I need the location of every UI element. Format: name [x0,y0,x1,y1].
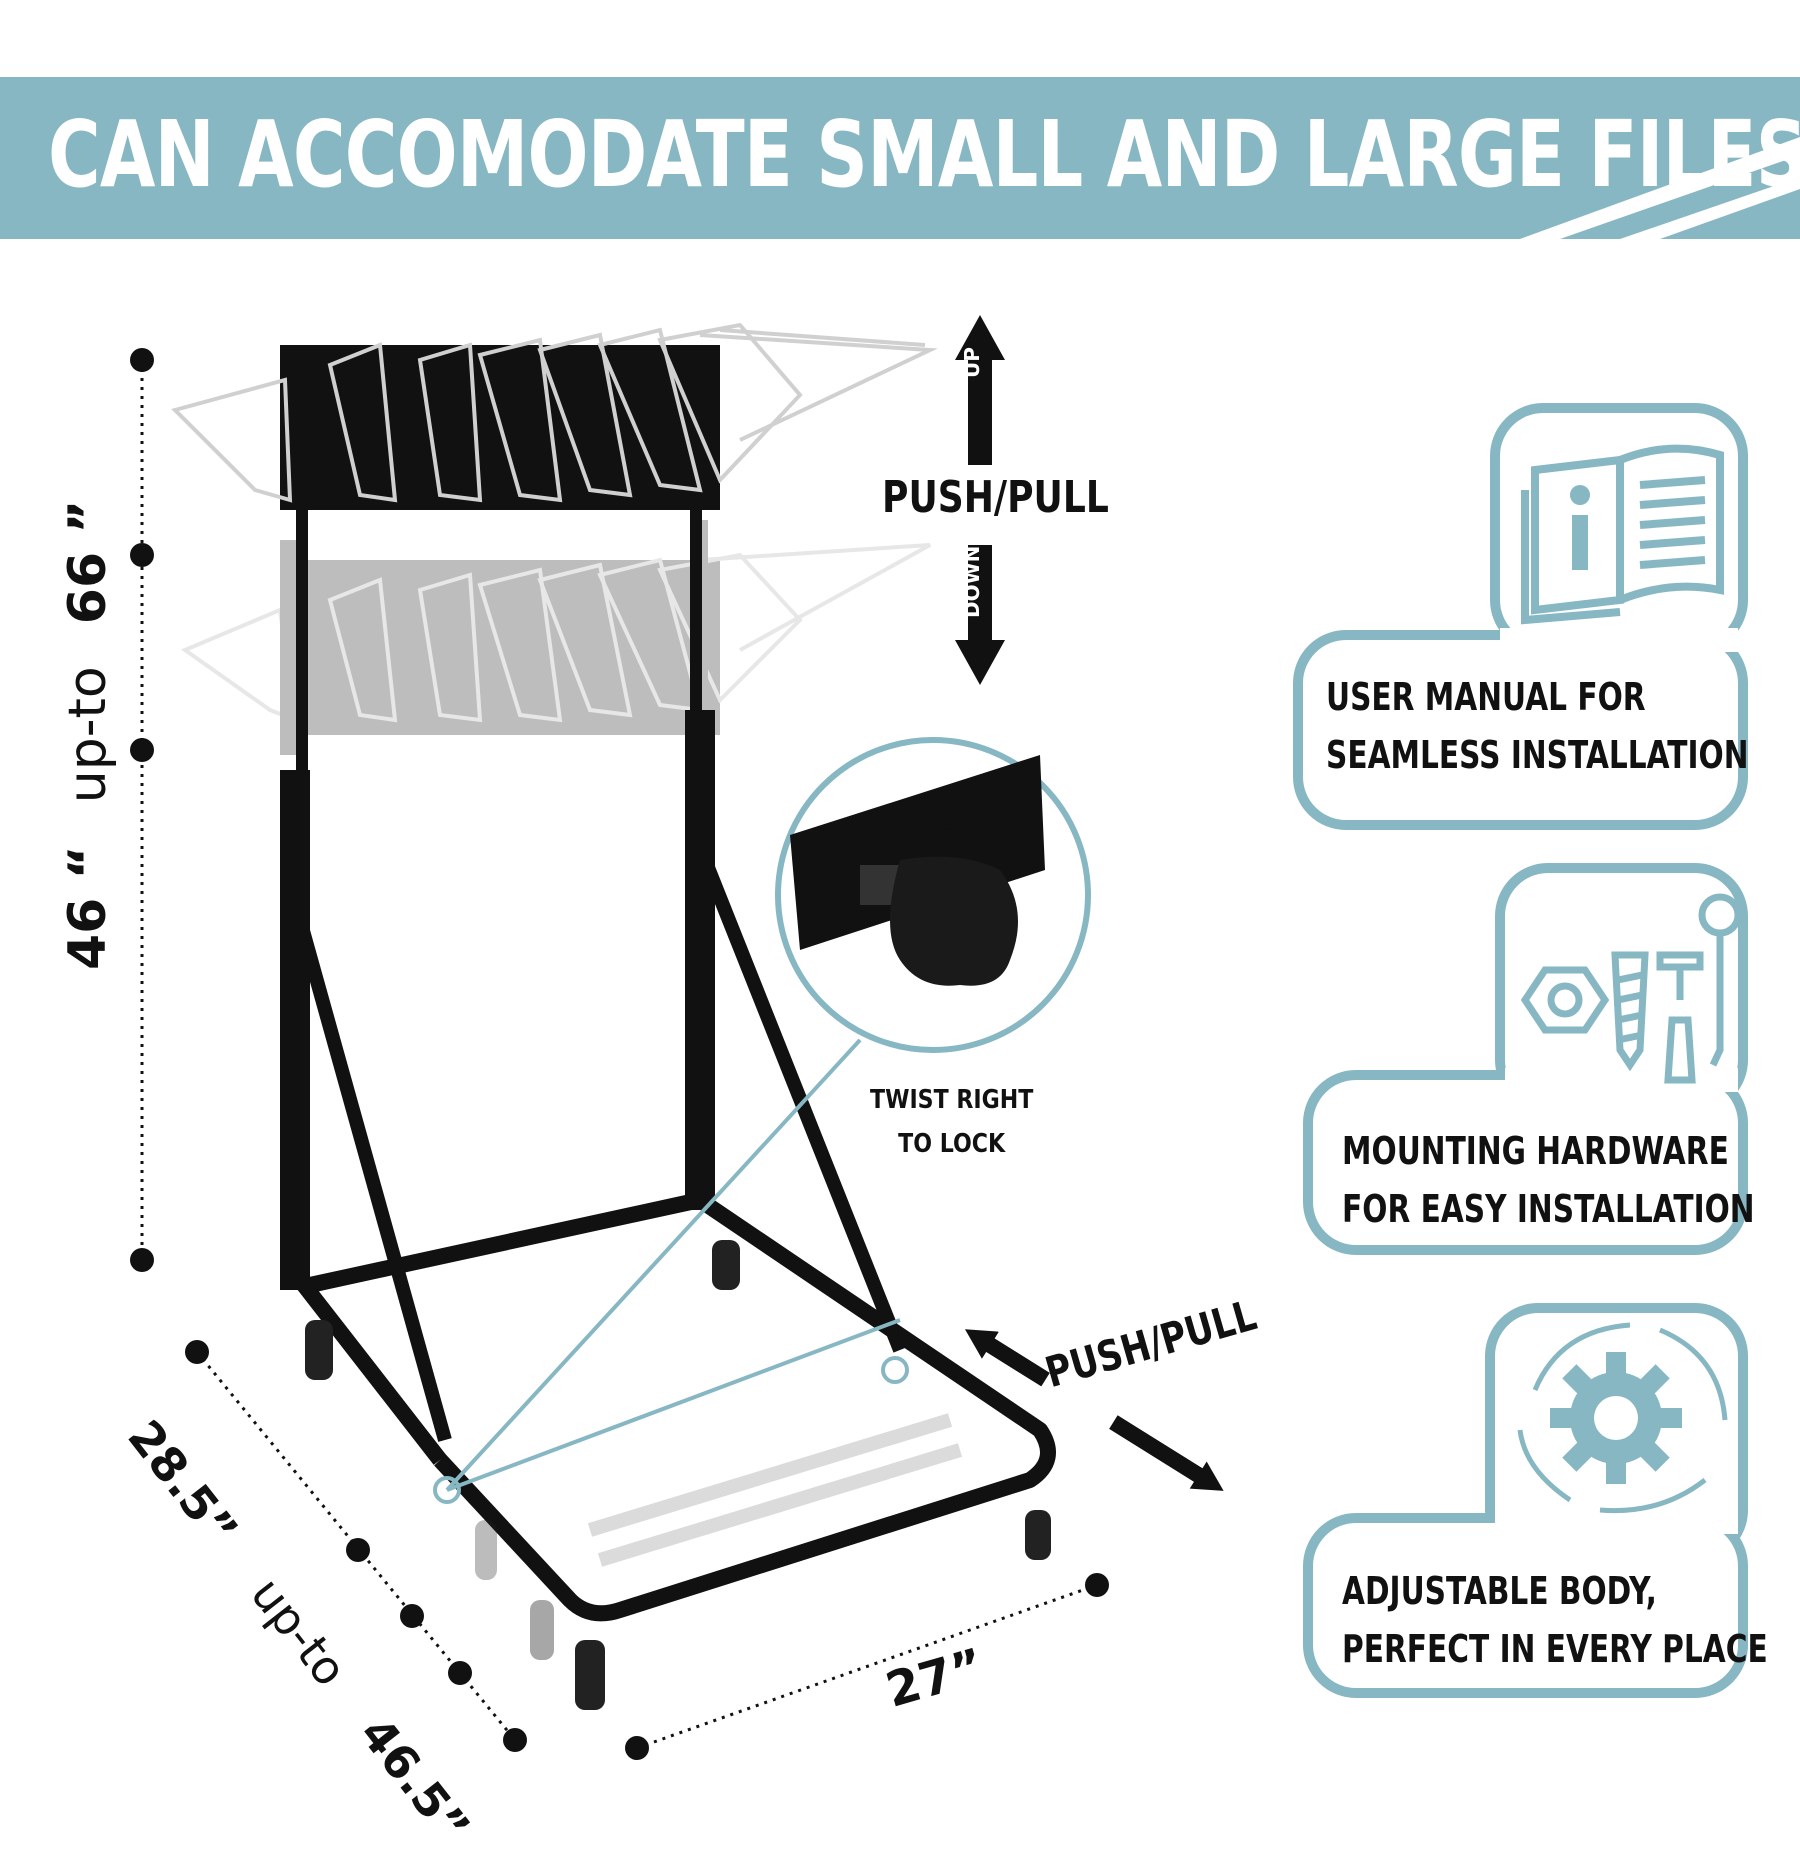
feature-1-line1: USER MANUAL FOR [1326,675,1646,719]
down-label: DOWN [960,545,984,618]
product-illustration [130,315,1224,1760]
width-dimension [625,1573,1109,1760]
height-max: 66 ” [58,499,118,625]
hardware-icon [1303,863,1748,1255]
height-dimension-label: 46 “ up-to 66 ” [58,500,118,970]
twist-label-line1: TWIST RIGHT [870,1085,1034,1115]
depth-dimension [185,1340,527,1752]
twist-label-line2: TO LOCK [898,1129,1006,1159]
banner-stripes [1520,137,1800,239]
knob-detail-callout [433,737,1091,1504]
feature-2-line1: MOUNTING HARDWARE [1342,1129,1729,1173]
right-post [685,710,715,1210]
left-post [280,770,310,1290]
feature-1-line2: SEAMLESS INSTALLATION [1326,733,1749,777]
feature-3-line1: ADJUSTABLE BODY, [1342,1569,1657,1613]
file-hangers [171,322,938,503]
feature-card-manual: USER MANUAL FOR SEAMLESS INSTALLATION [1290,400,1750,840]
up-label: UP [960,347,984,378]
height-sep: up-to [58,666,118,804]
feature-card-hardware: MOUNTING HARDWARE FOR EASY INSTALLATION [1300,860,1755,1260]
vertical-push-pull-label: PUSH/PULL [882,472,1109,523]
top-banner: CAN ACCOMODATE SMALL AND LARGE FILES [0,77,1800,239]
book-info-icon [1293,403,1748,830]
horizontal-push-pull-arrow [964,1329,1224,1491]
feature-3-line2: PERFECT IN EVERY PLACE [1342,1627,1768,1671]
banner-title: CAN ACCOMODATE SMALL AND LARGE FILES [48,101,1800,208]
height-dimension [130,348,154,1272]
vertical-push-pull-arrow [955,315,1005,685]
twist-label: TWIST RIGHT TO LOCK [870,1078,1033,1166]
height-min: 46 “ [58,845,118,970]
feature-card-adjustable: ADJUSTABLE BODY, PERFECT IN EVERY PLACE [1300,1300,1768,1700]
casters [305,1240,1051,1710]
gear-cycle-icon [1303,1303,1748,1698]
lowered-head-ghost [180,520,931,755]
feature-2-line2: FOR EASY INSTALLATION [1342,1187,1755,1231]
